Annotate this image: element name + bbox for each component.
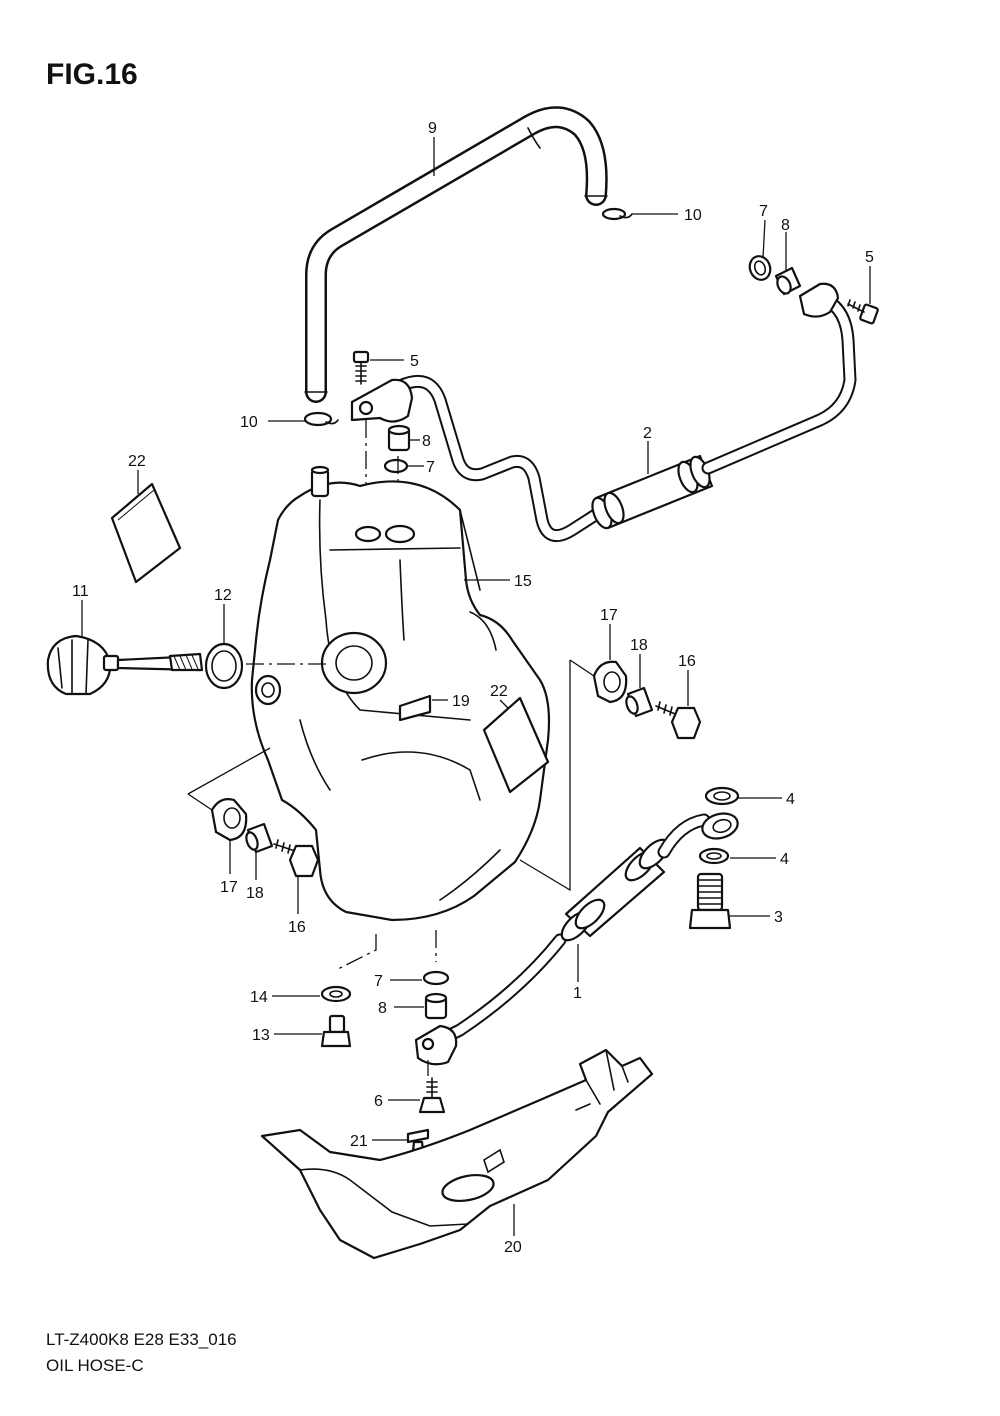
callout-3: 3: [774, 909, 783, 926]
bolt-part-5-right: [847, 299, 879, 325]
callout-13: 13: [252, 1027, 270, 1044]
label-part-19: [398, 694, 432, 722]
callout-10-top: 10: [684, 207, 702, 224]
spacer-part-8-upper-right: [774, 266, 802, 296]
callout-10-left: 10: [240, 414, 258, 431]
oil-hose-part-2: [350, 282, 857, 543]
clamp-part-10-upper: [601, 207, 633, 221]
breather-hose-part-9: [304, 106, 608, 403]
o-ring-part-12: [204, 642, 244, 690]
callout-8-top-right: 8: [781, 217, 790, 234]
callout-2: 2: [643, 425, 652, 442]
callout-22-left: 22: [128, 453, 146, 470]
oil-tank-part-15: [250, 465, 551, 922]
callout-18-right: 18: [630, 637, 648, 654]
callout-17-right: 17: [600, 607, 618, 624]
figure-title: FIG.16: [46, 58, 138, 91]
gasket-part-4-lower: [698, 847, 730, 865]
label-plate-part-22-left: [110, 482, 182, 584]
callout-16-right: 16: [678, 653, 696, 670]
mount-cushion-part-17-left: [210, 798, 248, 842]
callout-4-lower: 4: [780, 851, 789, 868]
gasket-part-4-upper: [704, 786, 740, 806]
callout-5-left: 5: [410, 353, 419, 370]
callout-16-left: 16: [288, 919, 306, 936]
callout-7-lower: 7: [374, 973, 383, 990]
label-plate-part-22-right: [482, 696, 550, 794]
callout-5-top-right: 5: [865, 249, 874, 266]
gasket-part-7-upper-right: [748, 255, 772, 281]
callout-19: 19: [452, 693, 470, 710]
bolt-part-16-left: [273, 839, 320, 878]
callout-6: 6: [374, 1093, 383, 1110]
union-bolt-part-3: [688, 872, 732, 930]
protector-part-20: [260, 1048, 654, 1260]
callout-21: 21: [350, 1133, 368, 1150]
callout-8-tank: 8: [422, 433, 431, 450]
callout-20: 20: [504, 1239, 522, 1256]
callout-1: 1: [573, 985, 582, 1002]
gasket-part-7-tank-top: [383, 458, 409, 474]
bolt-part-5-left: [352, 350, 370, 385]
gasket-part-7-lower: [422, 970, 450, 986]
oil-hose-part-1: [414, 812, 739, 1066]
bolt-part-16-right: [655, 701, 702, 740]
callout-17-left: 17: [220, 879, 238, 896]
callout-14: 14: [250, 989, 268, 1006]
bolt-part-6: [418, 1077, 446, 1114]
callout-9: 9: [428, 120, 437, 137]
mount-cushion-part-17-right: [592, 660, 628, 704]
collar-part-18-right: [625, 686, 654, 718]
gasket-part-14: [320, 985, 352, 1003]
callout-7-tank: 7: [426, 459, 435, 476]
collar-part-18-left: [245, 822, 274, 854]
callout-18-left: 18: [246, 885, 264, 902]
callout-15: 15: [514, 573, 532, 590]
callout-22-right: 22: [490, 683, 508, 700]
drain-bolt-part-13: [320, 1014, 352, 1048]
oil-cap-dipstick-part-11: [46, 634, 204, 696]
model-code: LT-Z400K8 E28 E33_016: [46, 1330, 237, 1349]
spacer-part-8-lower: [424, 992, 448, 1020]
callout-7-top-right: 7: [759, 203, 768, 220]
figure-caption: OIL HOSE-C: [46, 1356, 144, 1375]
clamp-part-10-lower: [303, 411, 339, 427]
callout-12: 12: [214, 587, 232, 604]
callout-11: 11: [72, 583, 89, 600]
callout-4-upper: 4: [786, 791, 795, 808]
spacer-part-8-tank-top: [387, 424, 411, 452]
leader-lines: [81, 137, 871, 1236]
callout-labels: 9 10 7 8 5 5 10 8 7 2 22 15 11 12 17 18 …: [72, 120, 874, 1256]
callout-8-lower: 8: [378, 1000, 387, 1017]
